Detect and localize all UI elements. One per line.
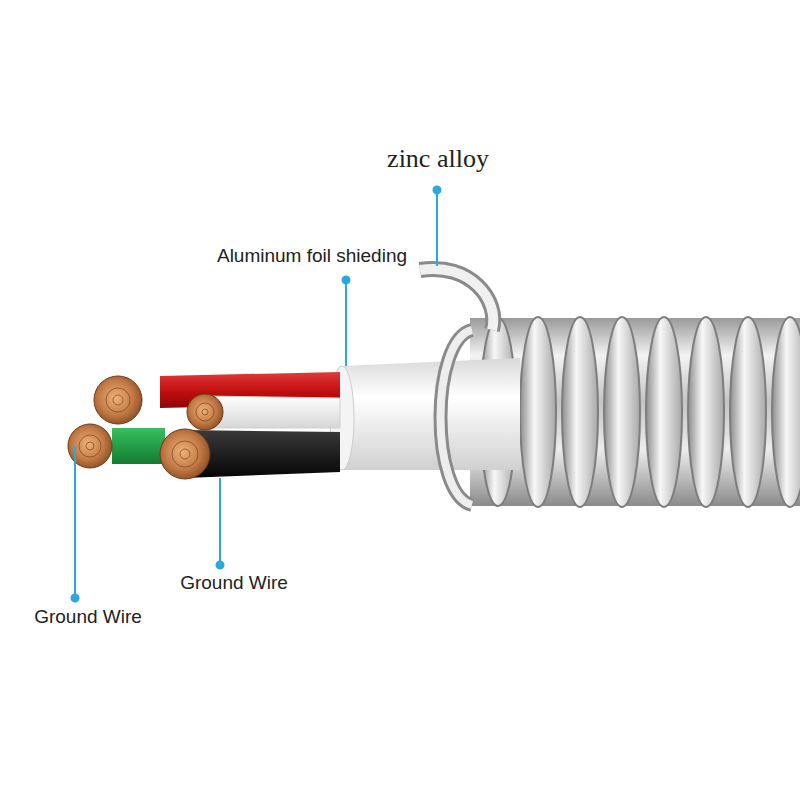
part-label: Aluminum foil shieding bbox=[217, 245, 407, 268]
label-holder: Aluminum foil shieding bbox=[217, 245, 407, 268]
label-holder: Ground Wire bbox=[34, 606, 142, 629]
part-label: zinc alloy bbox=[387, 143, 489, 174]
part-label: Ground Wire bbox=[180, 572, 288, 595]
label-holder: Ground Wire bbox=[180, 572, 288, 595]
part-label: Ground Wire bbox=[34, 606, 142, 629]
label-holder: zinc alloy bbox=[387, 143, 489, 174]
